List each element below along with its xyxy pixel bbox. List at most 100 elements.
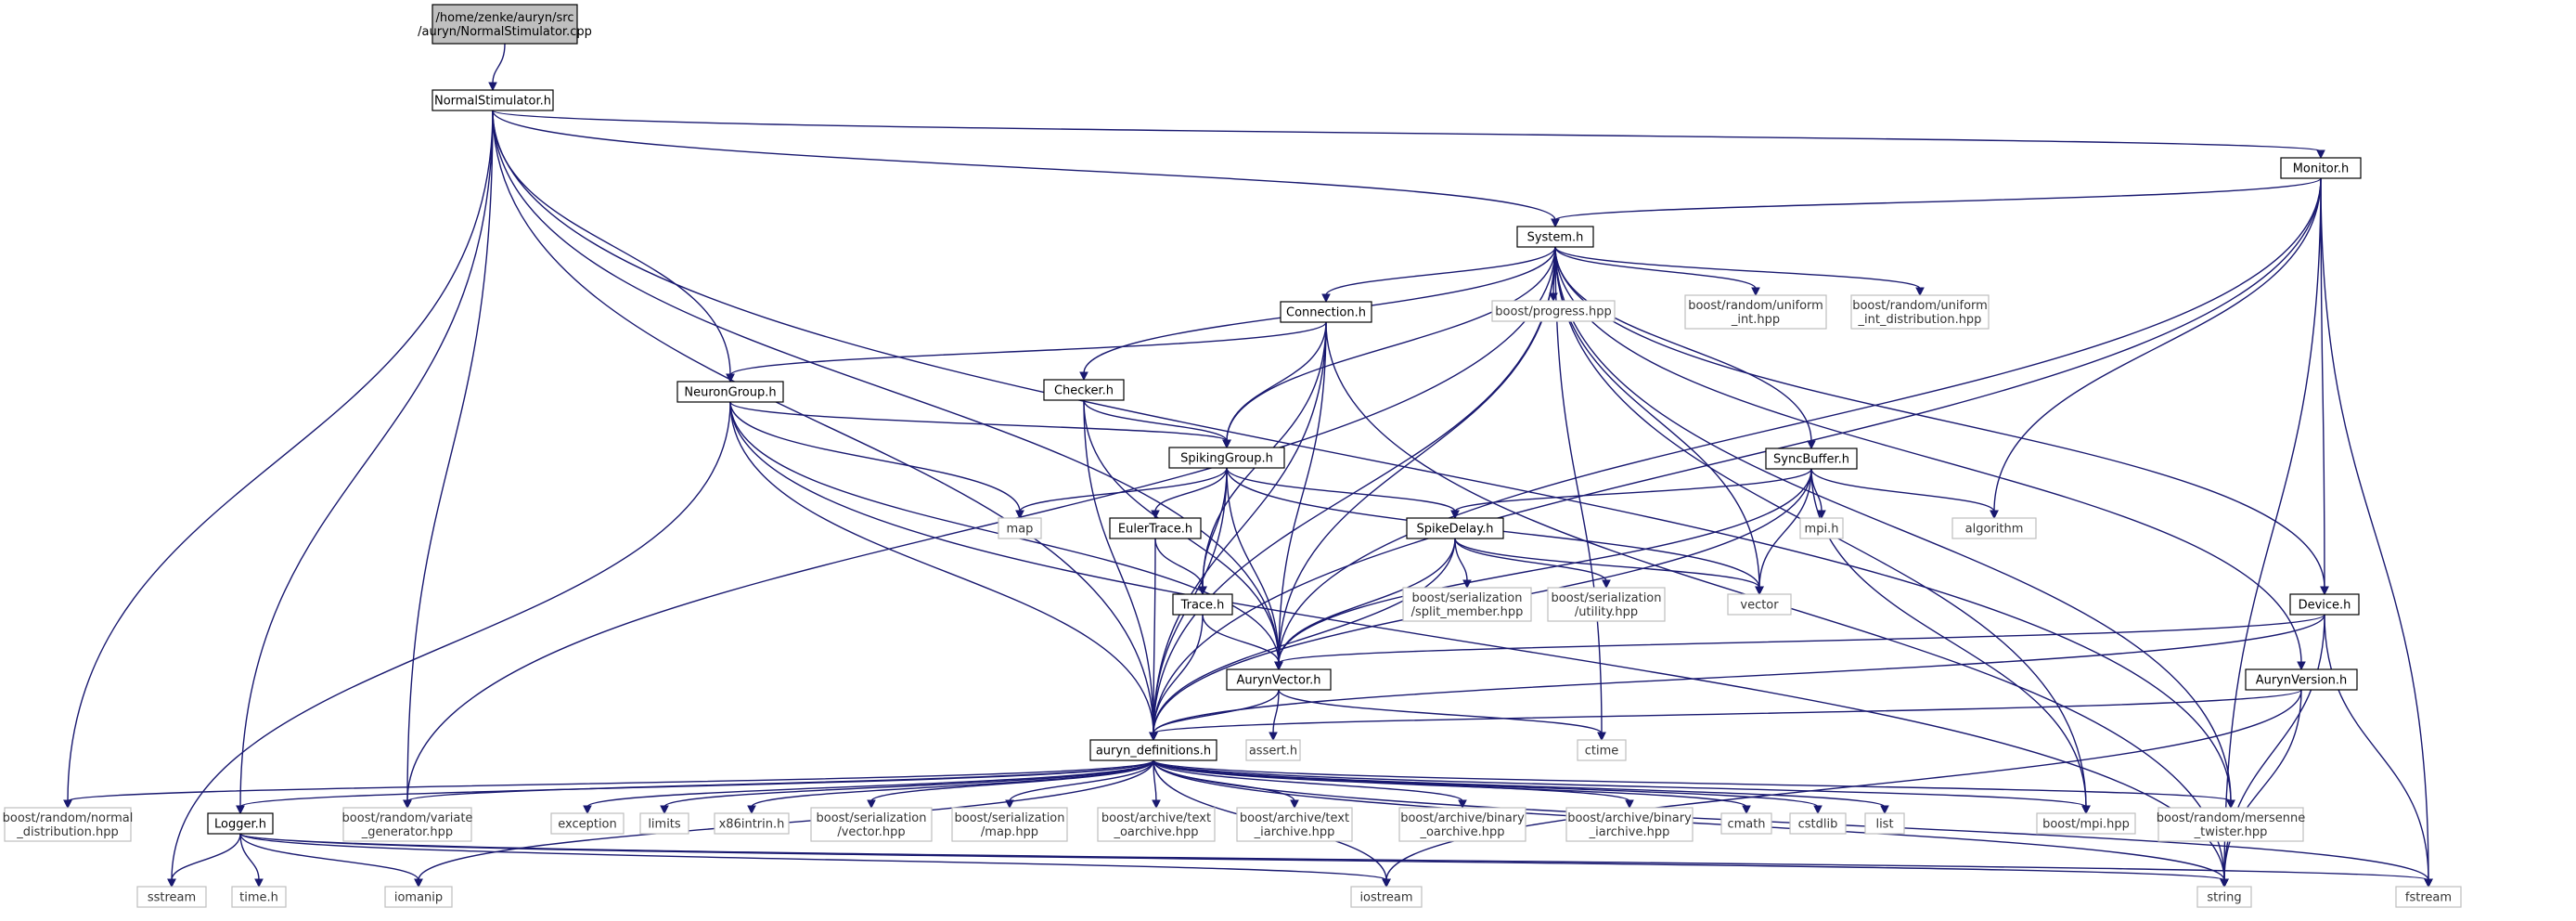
node-box	[1236, 807, 1353, 842]
edge-system-to-spikinggroup	[1222, 246, 1556, 449]
node-checker[interactable]: Checker.h	[1043, 379, 1125, 401]
node-bmersenne[interactable]: boost/random/mersenne_twister.hpp	[2157, 807, 2305, 842]
node-root[interactable]: /home/zenke/auryn/src/auryn/NormalStimul…	[418, 4, 592, 45]
node-timeh[interactable]: time.h	[231, 886, 287, 908]
node-label: EulerTrace.h	[1118, 523, 1192, 537]
edge-spikedelay-to-serutility	[1454, 538, 1611, 590]
node-label: Monitor.h	[2293, 162, 2350, 176]
node-label: _oarchive.hpp	[1113, 825, 1198, 839]
node-label: boost/random/variate	[342, 811, 473, 825]
node-label: time.h	[239, 891, 278, 905]
edge-normalstim-to-auryndefs	[492, 110, 1158, 742]
node-splitmember[interactable]: boost/serialization/split_member.hpp	[1402, 587, 1532, 622]
node-box	[1402, 587, 1532, 622]
node-aurynversion[interactable]: AurynVersion.h	[2245, 668, 2358, 691]
node-box	[4, 807, 132, 842]
node-label: boost/random/uniform	[1852, 299, 1988, 313]
node-string[interactable]: string	[2196, 886, 2252, 908]
node-textoarchive[interactable]: boost/archive/text_oarchive.hpp	[1097, 807, 1216, 842]
edge-aurynvector-to-auryndefs	[1149, 689, 1280, 742]
node-serutility[interactable]: boost/serialization/utility.hpp	[1547, 587, 1666, 622]
edge-device-to-string	[2220, 614, 2325, 889]
edge-normalstim-to-bmersenne	[492, 110, 2235, 810]
node-box	[2157, 807, 2304, 842]
node-label: _twister.hpp	[2194, 825, 2268, 839]
edge-syncbuffer-to-algorithm	[1810, 468, 1999, 520]
node-biniarchive[interactable]: boost/archive/binary_iarchive.hpp	[1565, 807, 1694, 842]
node-neurongroup[interactable]: NeuronGroup.h	[676, 381, 784, 403]
node-box	[998, 517, 1042, 539]
node-box	[1864, 812, 1905, 835]
node-auryndefs[interactable]: auryn_definitions.h	[1089, 739, 1217, 761]
node-buniformintdist[interactable]: boost/random/uniform_int_distribution.hp…	[1850, 294, 1990, 330]
node-vector[interactable]: vector	[1727, 593, 1792, 616]
node-syncbuffer[interactable]: SyncBuffer.h	[1765, 448, 1858, 470]
edge-device-to-aurynvector	[1274, 614, 2325, 671]
edge-system-to-connection	[1321, 246, 1556, 304]
node-bvariate[interactable]: boost/random/variate_generator.hpp	[342, 807, 473, 842]
node-algorithm[interactable]: algorithm	[1951, 517, 2037, 539]
node-box	[431, 89, 554, 111]
node-box	[951, 807, 1068, 842]
node-box	[1789, 812, 1847, 835]
edge-auryndefs-to-x86intrin	[747, 759, 1154, 815]
node-box	[1547, 587, 1666, 622]
edge-auryndefs-to-limits	[660, 759, 1154, 815]
node-box	[2395, 886, 2462, 908]
node-bprogress[interactable]: boost/progress.hpp	[1491, 300, 1616, 322]
node-label: boost/random/mersenne	[2157, 811, 2305, 825]
edge-auryndefs-to-servector	[867, 759, 1154, 810]
node-normalstim[interactable]: NormalStimulator.h	[431, 89, 554, 111]
node-monitor[interactable]: Monitor.h	[2280, 157, 2362, 179]
node-sermap[interactable]: boost/serialization/map.hpp	[951, 807, 1068, 842]
edge-monitor-to-string	[2220, 177, 2322, 889]
node-exception[interactable]: exception	[550, 812, 625, 835]
node-box	[2280, 157, 2362, 179]
node-servector[interactable]: boost/serialization/vector.hpp	[810, 807, 933, 842]
node-label: SpikeDelay.h	[1417, 523, 1494, 537]
edge-spikinggroup-to-eulertrace	[1151, 467, 1228, 520]
edge-normalstim-to-system	[492, 110, 1560, 228]
node-limits[interactable]: limits	[639, 812, 689, 835]
node-logger[interactable]: Logger.h	[207, 812, 274, 835]
node-ctime[interactable]: ctime	[1577, 739, 1627, 761]
node-cmath[interactable]: cmath	[1720, 812, 1772, 835]
node-iomanip[interactable]: iomanip	[384, 886, 453, 908]
node-spikinggroup[interactable]: SpikingGroup.h	[1168, 447, 1285, 469]
node-spikedelay[interactable]: SpikeDelay.h	[1406, 517, 1504, 539]
edge-normalstim-to-monitor	[492, 110, 2325, 160]
node-iostream[interactable]: iostream	[1350, 886, 1423, 908]
node-mpih[interactable]: mpi.h	[1799, 517, 1844, 539]
node-list[interactable]: list	[1864, 812, 1905, 835]
node-cstdlib[interactable]: cstdlib	[1789, 812, 1847, 835]
node-box	[1720, 812, 1772, 835]
node-label: boost/serialization	[816, 811, 926, 825]
edge-logger-to-sstream	[167, 833, 241, 889]
node-x86intrin[interactable]: x86intrin.h	[714, 812, 790, 835]
node-sstream[interactable]: sstream	[136, 886, 207, 908]
edge-auryndefs-to-bnormal	[63, 759, 1154, 810]
node-connection[interactable]: Connection.h	[1280, 301, 1372, 323]
node-eulertrace[interactable]: EulerTrace.h	[1109, 517, 1202, 539]
node-label: SpikingGroup.h	[1180, 452, 1273, 466]
node-label: _iarchive.hpp	[1589, 825, 1670, 839]
node-label: map	[1007, 523, 1034, 537]
node-buniformint[interactable]: boost/random/uniform_int.hpp	[1684, 294, 1827, 330]
node-fstream[interactable]: fstream	[2395, 886, 2462, 908]
node-box	[1089, 739, 1217, 761]
node-trace[interactable]: Trace.h	[1172, 593, 1233, 616]
node-aurynvector[interactable]: AurynVector.h	[1226, 668, 1332, 691]
node-label: _generator.hpp	[361, 825, 453, 839]
node-textiarchive[interactable]: boost/archive/text_iarchive.hpp	[1236, 807, 1353, 842]
node-box	[676, 381, 784, 403]
node-device[interactable]: Device.h	[2289, 593, 2360, 616]
node-asserth[interactable]: assert.h	[1245, 739, 1301, 761]
node-binoarchive[interactable]: boost/archive/binary_oarchive.hpp	[1398, 807, 1526, 842]
node-system[interactable]: System.h	[1516, 226, 1594, 248]
node-box	[2036, 812, 2136, 835]
node-bnormal[interactable]: boost/random/normal_distribution.hpp	[3, 807, 134, 842]
node-map[interactable]: map	[998, 517, 1042, 539]
node-label: iomanip	[394, 891, 443, 905]
edge-system-to-buniformint	[1554, 246, 1760, 297]
node-bmpi[interactable]: boost/mpi.hpp	[2036, 812, 2136, 835]
